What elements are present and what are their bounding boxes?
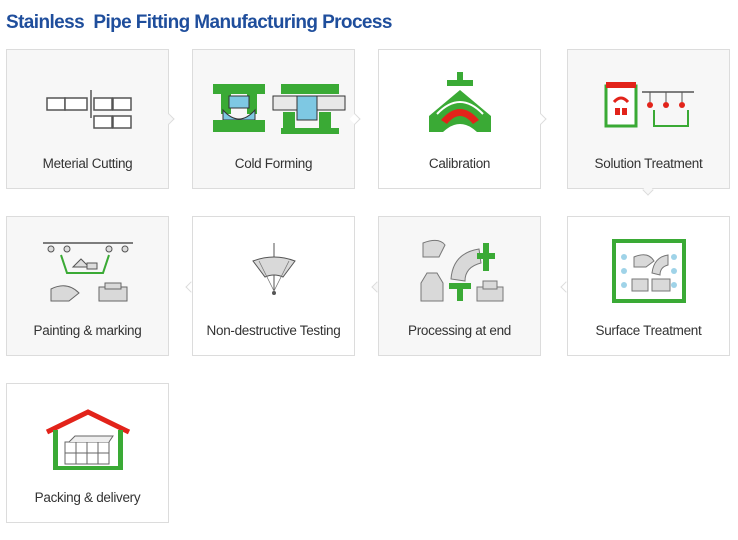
- step-label: Cold Forming: [234, 156, 313, 171]
- end-processing-icon: [420, 239, 504, 302]
- step-card-processing-at-end[interactable]: Processing at end: [378, 216, 541, 356]
- step-label: Solution Treatment: [594, 156, 703, 171]
- step-label: Packing & delivery: [34, 490, 141, 505]
- step-label: Meterial Cutting: [42, 156, 133, 171]
- step-card-material-cutting[interactable]: Meterial Cutting: [6, 49, 169, 189]
- ndt-probe-icon: [252, 243, 296, 295]
- step-card-surface-treatment[interactable]: Surface Treatment: [567, 216, 730, 356]
- step-card-packing-delivery[interactable]: Packing & delivery: [6, 383, 169, 523]
- step-label: Surface Treatment: [595, 323, 702, 338]
- warehouse-icon: [45, 409, 131, 470]
- step-card-painting-marking[interactable]: Painting & marking: [6, 216, 169, 356]
- heat-furnace-icon: [604, 82, 694, 128]
- surface-treatment-tank-icon: [612, 239, 686, 303]
- step-label: Non-destructive Testing: [206, 323, 341, 338]
- step-label: Processing at end: [408, 323, 511, 338]
- step-card-solution-treatment[interactable]: Solution Treatment: [567, 49, 730, 189]
- painting-line-icon: [43, 242, 133, 302]
- step-card-calibration[interactable]: Calibration: [378, 49, 541, 189]
- cold-forming-press-icon: [213, 84, 346, 134]
- step-card-non-destructive-testing[interactable]: Non-destructive Testing: [192, 216, 355, 356]
- page-title: Stainless Pipe Fitting Manufacturing Pro…: [6, 12, 392, 33]
- calibration-die-icon: [429, 72, 491, 132]
- step-label: Painting & marking: [33, 323, 142, 338]
- pipe-cutting-icon: [46, 90, 132, 129]
- step-card-cold-forming[interactable]: Cold Forming: [192, 49, 355, 189]
- step-label: Calibration: [428, 156, 491, 171]
